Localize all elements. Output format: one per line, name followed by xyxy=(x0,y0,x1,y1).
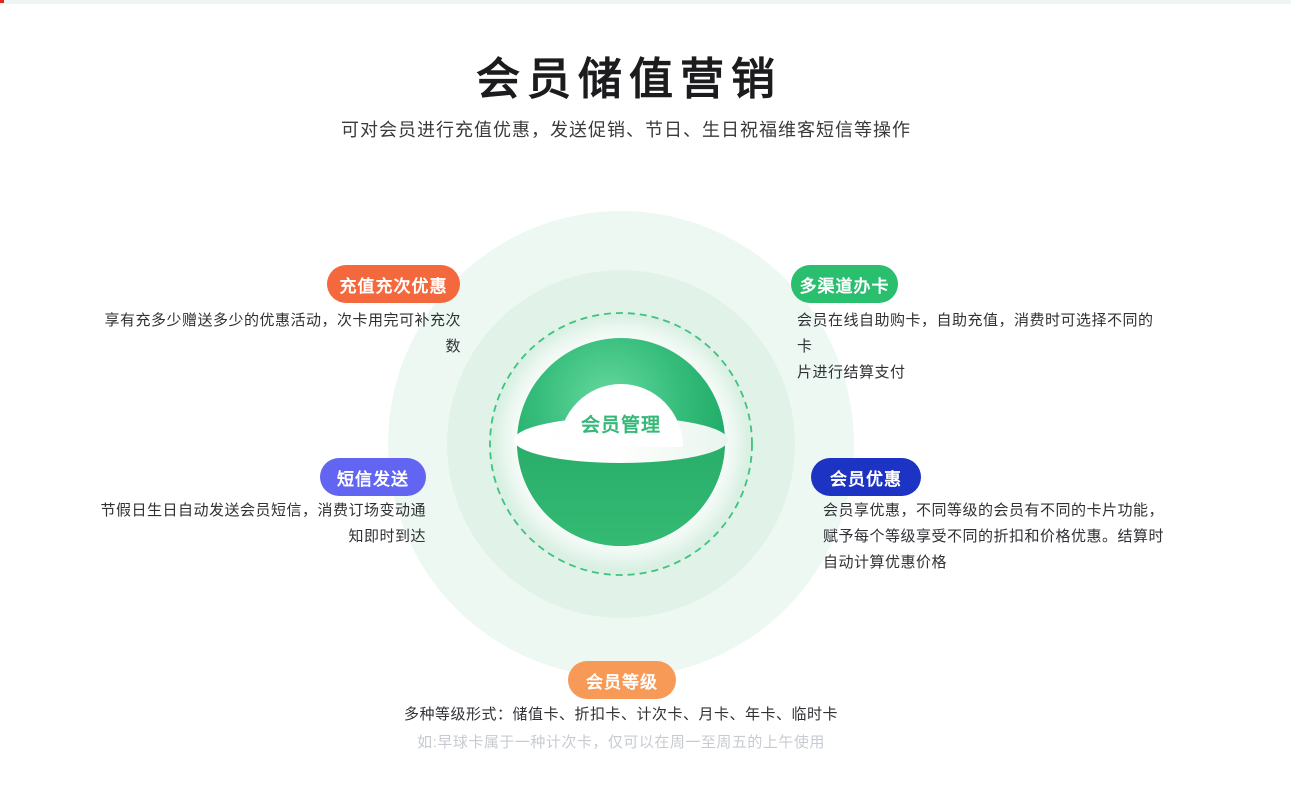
desc-line: 节假日生日自动发送会员短信，消费订场变动通 xyxy=(100,502,426,519)
diagram-center-label: 会员管理 xyxy=(581,413,661,436)
feature-desc-sms: 节假日生日自动发送会员短信，消费订场变动通 知即时到达 xyxy=(66,498,426,550)
feature-badge-sms: 短信发送 xyxy=(320,458,426,496)
desc-line: 会员享优惠，不同等级的会员有不同的卡片功能， xyxy=(823,502,1165,519)
desc-line: 会员在线自助购卡，自助充值，消费时可选择不同的卡 xyxy=(797,312,1154,355)
desc-line: 知即时到达 xyxy=(348,528,426,545)
page-subtitle: 可对会员进行充值优惠，发送促销、节日、生日祝福维客短信等操作 xyxy=(341,120,911,140)
feature-desc-channels: 会员在线自助购卡，自助充值，消费时可选择不同的卡 片进行结算支付 xyxy=(797,308,1162,386)
feature-badge-recharge: 充值充次优惠 xyxy=(327,265,460,303)
diagram-sphere-bottom-half xyxy=(517,442,725,546)
desc-line: 赋予每个等级享受不同的折扣和价格优惠。结算时 xyxy=(823,528,1165,545)
desc-line: 自动计算优惠价格 xyxy=(823,554,948,571)
desc-line: 片进行结算支付 xyxy=(797,364,906,381)
feature-badge-levels: 会员等级 xyxy=(568,661,676,699)
diagram-dome xyxy=(559,384,683,447)
diagram-dashed-ring xyxy=(489,312,753,576)
feature-desc-recharge: 享有充多少赠送多少的优惠活动，次卡用完可补充次数 xyxy=(100,308,461,360)
corner-artifact xyxy=(0,0,4,3)
feature-badge-channels: 多渠道办卡 xyxy=(791,265,898,303)
desc-line: 享有充多少赠送多少的优惠活动，次卡用完可补充次数 xyxy=(104,312,461,355)
feature-desc-discount: 会员享优惠，不同等级的会员有不同的卡片功能， 赋予每个等级享受不同的折扣和价格优… xyxy=(823,498,1168,576)
page-title: 会员储值营销 xyxy=(476,55,782,104)
feature-badge-discount: 会员优惠 xyxy=(811,458,921,496)
desc-line: 多种等级形式：储值卡、折扣卡、计次卡、月卡、年卡、临时卡 xyxy=(403,706,839,723)
feature-note-levels: 如:早球卡属于一种计次卡，仅可以在周一至周五的上午使用 xyxy=(417,734,825,751)
top-strip xyxy=(0,0,1291,4)
feature-desc-levels: 多种等级形式：储值卡、折扣卡、计次卡、月卡、年卡、临时卡 xyxy=(404,702,838,728)
